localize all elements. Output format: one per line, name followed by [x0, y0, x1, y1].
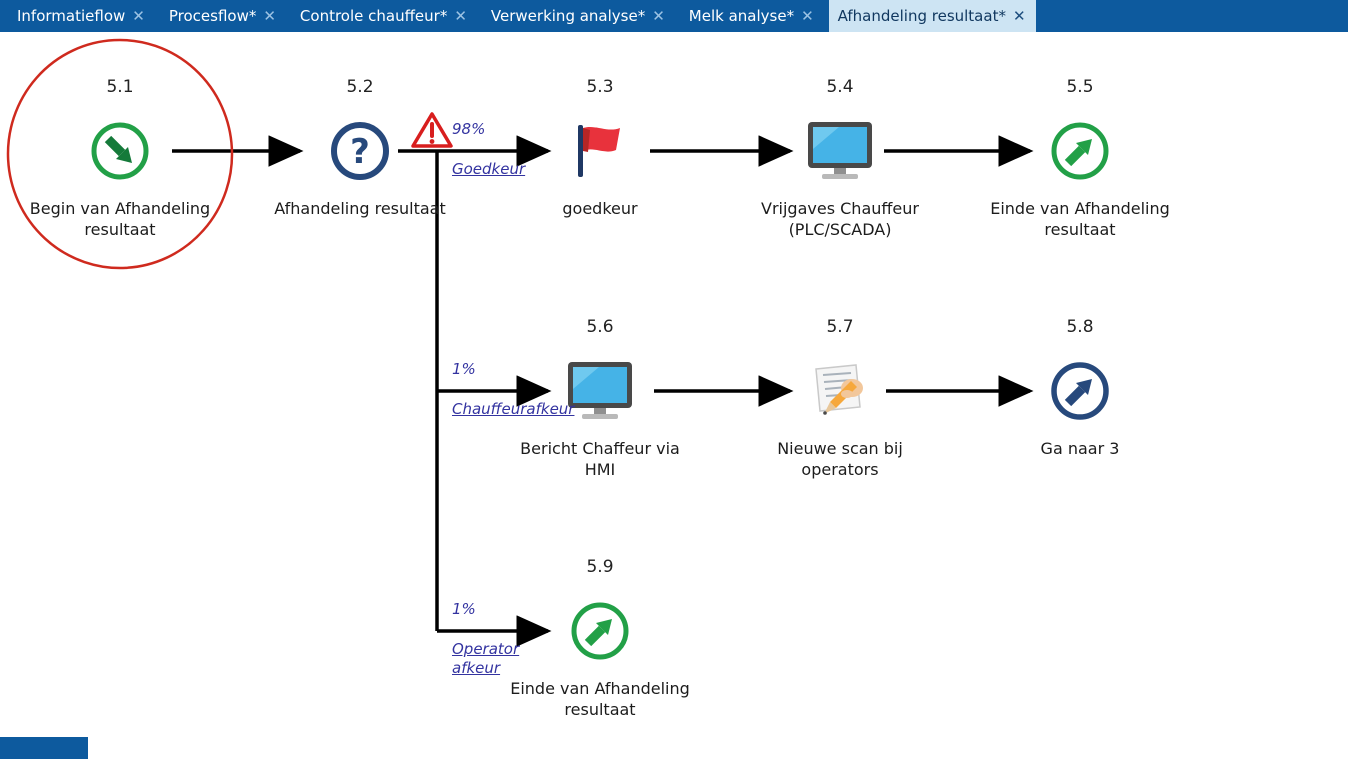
branch-percent: 1% [452, 600, 476, 618]
tab-label: Controle chauffeur* [299, 7, 448, 25]
connectors-layer [172, 135, 1034, 647]
end-event-icon [480, 588, 720, 674]
tab-close-icon[interactable]: ✕ [454, 7, 467, 25]
node-number: 5.1 [106, 77, 134, 97]
computer-monitor-icon [480, 348, 720, 434]
node-number: 5.5 [1066, 77, 1094, 97]
node-5-5[interactable]: 5.5 Einde van Afhandeling resultaat [960, 74, 1200, 240]
node-label: Begin van Afhandeling resultaat [29, 199, 211, 239]
warning-icon [410, 110, 454, 154]
tab-bar: Informatieflow ✕ Procesflow* ✕ Controle … [0, 0, 1348, 32]
goto-arrow-icon [960, 348, 1200, 434]
tab-procesflow[interactable]: Procesflow* ✕ [160, 0, 286, 32]
node-label: Einde van Afhandeling resultaat [510, 679, 690, 719]
node-5-8[interactable]: 5.8 Ga naar 3 [960, 314, 1200, 459]
tab-label: Informatieflow [17, 7, 126, 25]
branch-name: Chauffeurafkeur [452, 400, 575, 418]
node-5-7[interactable]: 5.7 Nieuwe scan bij operators [720, 314, 960, 480]
red-flag-icon [480, 108, 720, 194]
node-number: 5.4 [826, 77, 854, 97]
branch-name: Goedkeur [452, 160, 526, 178]
node-label: Afhandeling resultaat [274, 199, 446, 218]
tab-close-icon[interactable]: ✕ [801, 7, 814, 25]
node-label: Ga naar 3 [1040, 439, 1120, 458]
node-number: 5.7 [826, 317, 854, 337]
node-5-3[interactable]: 5.3 goedkeur [480, 74, 720, 219]
node-label: Vrijgaves Chauffeur (PLC/SCADA) [761, 199, 919, 239]
question-decision-icon: ? [240, 108, 480, 194]
start-event-icon [0, 108, 240, 194]
node-label: goedkeur [562, 199, 638, 218]
node-5-1[interactable]: 5.1 Begin van Afhandeling resultaat [0, 74, 240, 240]
tab-label: Melk analyse* [688, 7, 795, 25]
node-number: 5.3 [586, 77, 614, 97]
bottom-left-bar [0, 737, 88, 759]
node-label: Nieuwe scan bij operators [777, 439, 903, 479]
tab-controle-chauffeur[interactable]: Controle chauffeur* ✕ [291, 0, 477, 32]
tab-close-icon[interactable]: ✕ [1012, 7, 1026, 25]
scan-pencil-icon [720, 348, 960, 434]
tab-verwerking-analyse[interactable]: Verwerking analyse* ✕ [482, 0, 675, 32]
tab-label: Verwerking analyse* [490, 7, 646, 25]
node-label: Bericht Chaffeur via HMI [520, 439, 680, 479]
branch-name: Operator afkeur [452, 640, 520, 677]
svg-text:?: ? [350, 132, 370, 172]
branch-percent: 1% [452, 360, 476, 378]
branch-percent: 98% [452, 120, 486, 138]
diagram-canvas: 5.1 Begin van Afhandeling resultaat 5.2 … [0, 32, 1348, 759]
tab-label: Procesflow* [168, 7, 257, 25]
tab-close-icon[interactable]: ✕ [132, 7, 145, 25]
tab-melk-analyse[interactable]: Melk analyse* ✕ [680, 0, 824, 32]
node-number: 5.2 [346, 77, 374, 97]
node-5-2[interactable]: 5.2 ? Afhandeling resultaat [240, 74, 480, 219]
node-5-6[interactable]: 5.6 Bericht Chaffeur via HMI [480, 314, 720, 480]
tab-afhandeling-resultaat[interactable]: Afhandeling resultaat* ✕ [828, 0, 1036, 32]
node-number: 5.6 [586, 317, 614, 337]
tab-informatieflow[interactable]: Informatieflow ✕ [8, 0, 155, 32]
node-5-4[interactable]: 5.4 Vrijgaves Chauffeur (PLC/SCADA) [720, 74, 960, 240]
node-label: Einde van Afhandeling resultaat [990, 199, 1170, 239]
tab-close-icon[interactable]: ✕ [263, 7, 276, 25]
end-event-icon [960, 108, 1200, 194]
computer-monitor-icon [720, 108, 960, 194]
tab-close-icon[interactable]: ✕ [652, 7, 665, 25]
node-number: 5.8 [1066, 317, 1094, 337]
node-number: 5.9 [586, 557, 614, 577]
node-5-9[interactable]: 5.9 Einde van Afhandeling resultaat [480, 554, 720, 720]
tab-label: Afhandeling resultaat* [837, 7, 1006, 25]
